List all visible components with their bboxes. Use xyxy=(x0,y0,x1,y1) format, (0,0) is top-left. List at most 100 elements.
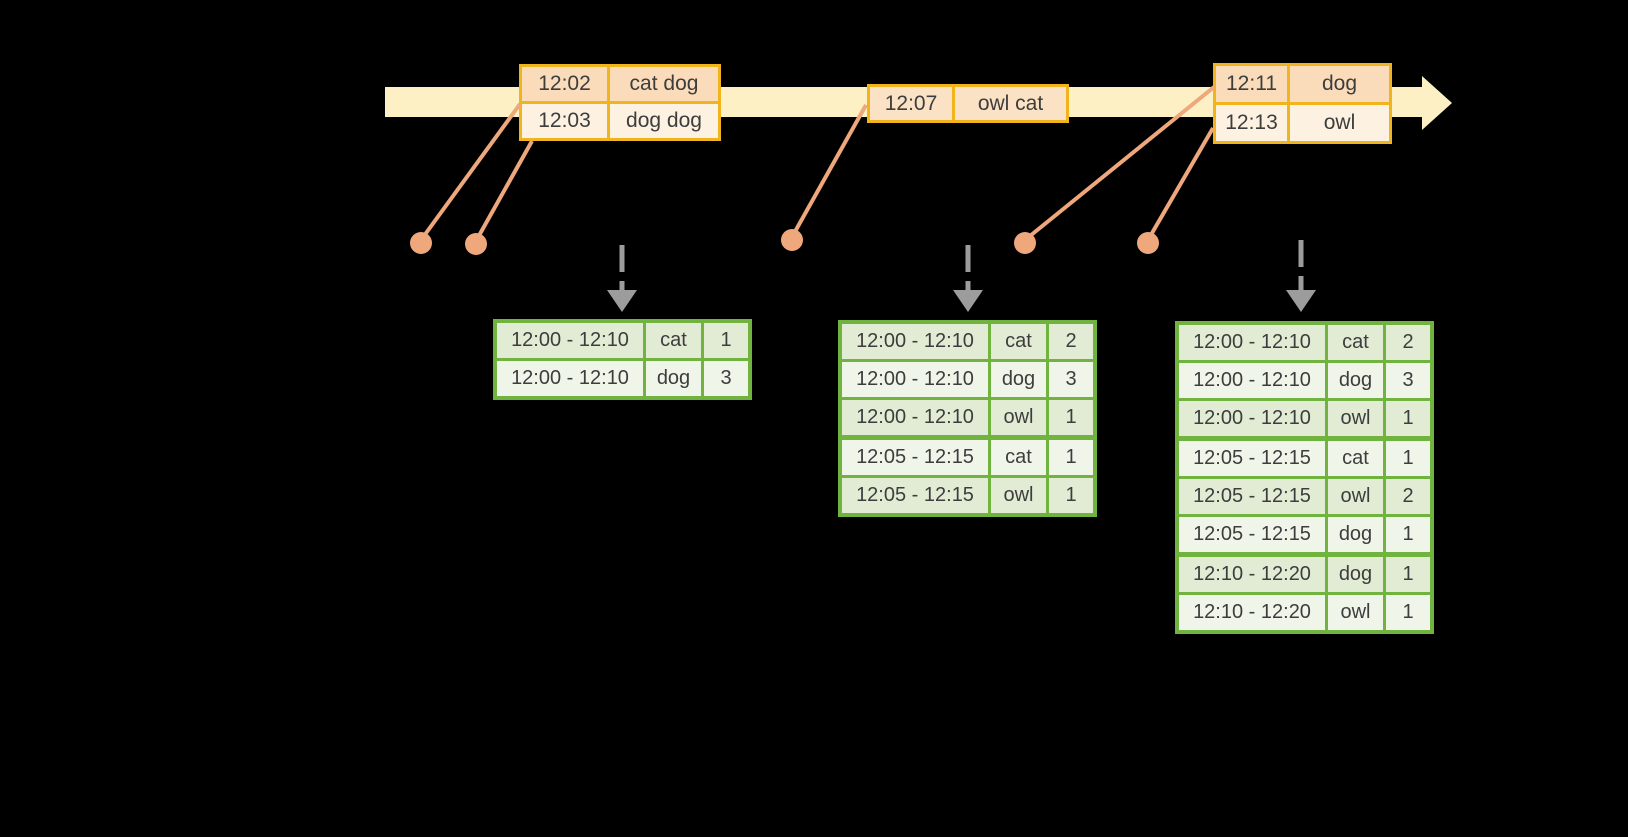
count-cell: 3 xyxy=(1386,363,1430,398)
count-cell: 1 xyxy=(1386,441,1430,476)
result-row: 12:00 - 12:10 dog 3 xyxy=(842,362,1093,397)
window-cell: 12:00 - 12:10 xyxy=(842,324,988,359)
result-row: 12:00 - 12:10 cat 2 xyxy=(842,324,1093,359)
window-group: 12:05 - 12:15 cat 1 12:05 - 12:15 owl 1 xyxy=(842,440,1093,513)
event-words-cell: dog dog xyxy=(610,104,718,138)
count-cell: 2 xyxy=(1386,325,1430,360)
window-cell: 12:00 - 12:10 xyxy=(497,361,643,396)
window-cell: 12:10 - 12:20 xyxy=(1179,595,1325,630)
result-table-1: 12:00 - 12:10 cat 1 12:00 - 12:10 dog 3 xyxy=(493,319,752,400)
result-table-3: 12:00 - 12:10 cat 2 12:00 - 12:10 dog 3 … xyxy=(1175,321,1434,634)
word-cell: owl xyxy=(991,478,1046,513)
event-time-cell: 12:02 xyxy=(522,67,607,101)
word-cell: cat xyxy=(1328,441,1383,476)
event-dot-icon xyxy=(410,232,432,254)
count-cell: 2 xyxy=(1386,479,1430,514)
event-dot-icon xyxy=(1137,232,1159,254)
window-cell: 12:10 - 12:20 xyxy=(1179,557,1325,592)
window-cell: 12:00 - 12:10 xyxy=(1179,401,1325,436)
result-row: 12:05 - 12:15 dog 1 xyxy=(1179,517,1430,552)
word-cell: cat xyxy=(991,440,1046,475)
down-arrow-icon xyxy=(607,290,637,312)
count-cell: 1 xyxy=(1386,557,1430,592)
word-cell: cat xyxy=(1328,325,1383,360)
event-table-2: 12:07 owl cat xyxy=(867,84,1069,123)
window-cell: 12:05 - 12:15 xyxy=(842,440,988,475)
result-row: 12:05 - 12:15 cat 1 xyxy=(842,440,1093,475)
result-row: 12:10 - 12:20 dog 1 xyxy=(1179,557,1430,592)
result-row: 12:00 - 12:10 owl 1 xyxy=(1179,401,1430,436)
event-time-cell: 12:03 xyxy=(522,104,607,138)
window-cell: 12:00 - 12:10 xyxy=(1179,325,1325,360)
window-group: 12:10 - 12:20 dog 1 12:10 - 12:20 owl 1 xyxy=(1179,557,1430,630)
event-dot-icon xyxy=(781,229,803,251)
window-cell: 12:00 - 12:10 xyxy=(842,400,988,435)
window-group: 12:00 - 12:10 cat 1 12:00 - 12:10 dog 3 xyxy=(497,323,748,396)
event-time-cell: 12:07 xyxy=(870,87,952,120)
event-row: 12:02 cat dog xyxy=(522,67,718,101)
result-row: 12:00 - 12:10 dog 3 xyxy=(1179,363,1430,398)
word-cell: owl xyxy=(1328,595,1383,630)
event-words-cell: owl xyxy=(1290,105,1389,141)
result-row: 12:00 - 12:10 cat 2 xyxy=(1179,325,1430,360)
result-row: 12:05 - 12:15 cat 1 xyxy=(1179,441,1430,476)
window-cell: 12:00 - 12:10 xyxy=(1179,363,1325,398)
result-row: 12:00 - 12:10 owl 1 xyxy=(842,400,1093,435)
event-table-1: 12:02 cat dog 12:03 dog dog xyxy=(519,64,721,141)
event-time-cell: 12:13 xyxy=(1216,105,1287,141)
word-cell: dog xyxy=(646,361,701,396)
event-row: 12:13 owl xyxy=(1216,105,1389,141)
word-cell: dog xyxy=(1328,363,1383,398)
window-cell: 12:05 - 12:15 xyxy=(1179,517,1325,552)
word-cell: dog xyxy=(991,362,1046,397)
word-cell: cat xyxy=(646,323,701,358)
down-arrow-icon xyxy=(953,290,983,312)
word-cell: owl xyxy=(1328,479,1383,514)
window-cell: 12:00 - 12:10 xyxy=(497,323,643,358)
count-cell: 1 xyxy=(1049,400,1093,435)
event-line xyxy=(474,140,534,242)
event-table-3: 12:11 dog 12:13 owl xyxy=(1213,63,1392,144)
window-group: 12:05 - 12:15 cat 1 12:05 - 12:15 owl 2 … xyxy=(1179,441,1430,552)
event-row: 12:03 dog dog xyxy=(522,104,718,138)
event-line xyxy=(790,104,868,238)
window-cell: 12:05 - 12:15 xyxy=(1179,441,1325,476)
result-row: 12:00 - 12:10 cat 1 xyxy=(497,323,748,358)
word-cell: owl xyxy=(1328,401,1383,436)
event-words-cell: cat dog xyxy=(610,67,718,101)
count-cell: 1 xyxy=(704,323,748,358)
event-line xyxy=(1146,126,1215,242)
window-cell: 12:05 - 12:15 xyxy=(1179,479,1325,514)
event-words-cell: owl cat xyxy=(955,87,1066,120)
event-line xyxy=(419,102,522,242)
word-cell: dog xyxy=(1328,517,1383,552)
event-time-cell: 12:11 xyxy=(1216,66,1287,102)
timeline-arrow-icon xyxy=(1422,76,1452,130)
count-cell: 1 xyxy=(1386,517,1430,552)
event-row: 12:11 dog xyxy=(1216,66,1389,102)
down-arrow-icon xyxy=(1286,290,1316,312)
count-cell: 2 xyxy=(1049,324,1093,359)
event-dot-icon xyxy=(465,233,487,255)
result-table-2: 12:00 - 12:10 cat 2 12:00 - 12:10 dog 3 … xyxy=(838,320,1097,517)
count-cell: 1 xyxy=(1386,401,1430,436)
window-group: 12:00 - 12:10 cat 2 12:00 - 12:10 dog 3 … xyxy=(842,324,1093,435)
count-cell: 3 xyxy=(1049,362,1093,397)
event-row: 12:07 owl cat xyxy=(870,87,1066,120)
word-cell: cat xyxy=(991,324,1046,359)
word-cell: owl xyxy=(991,400,1046,435)
result-row: 12:10 - 12:20 owl 1 xyxy=(1179,595,1430,630)
count-cell: 1 xyxy=(1386,595,1430,630)
window-group: 12:00 - 12:10 cat 2 12:00 - 12:10 dog 3 … xyxy=(1179,325,1430,436)
count-cell: 1 xyxy=(1049,478,1093,513)
result-row: 12:05 - 12:15 owl 2 xyxy=(1179,479,1430,514)
event-words-cell: dog xyxy=(1290,66,1389,102)
word-cell: dog xyxy=(1328,557,1383,592)
count-cell: 1 xyxy=(1049,440,1093,475)
result-row: 12:05 - 12:15 owl 1 xyxy=(842,478,1093,513)
window-cell: 12:00 - 12:10 xyxy=(842,362,988,397)
event-dot-icon xyxy=(1014,232,1036,254)
result-row: 12:00 - 12:10 dog 3 xyxy=(497,361,748,396)
window-cell: 12:05 - 12:15 xyxy=(842,478,988,513)
